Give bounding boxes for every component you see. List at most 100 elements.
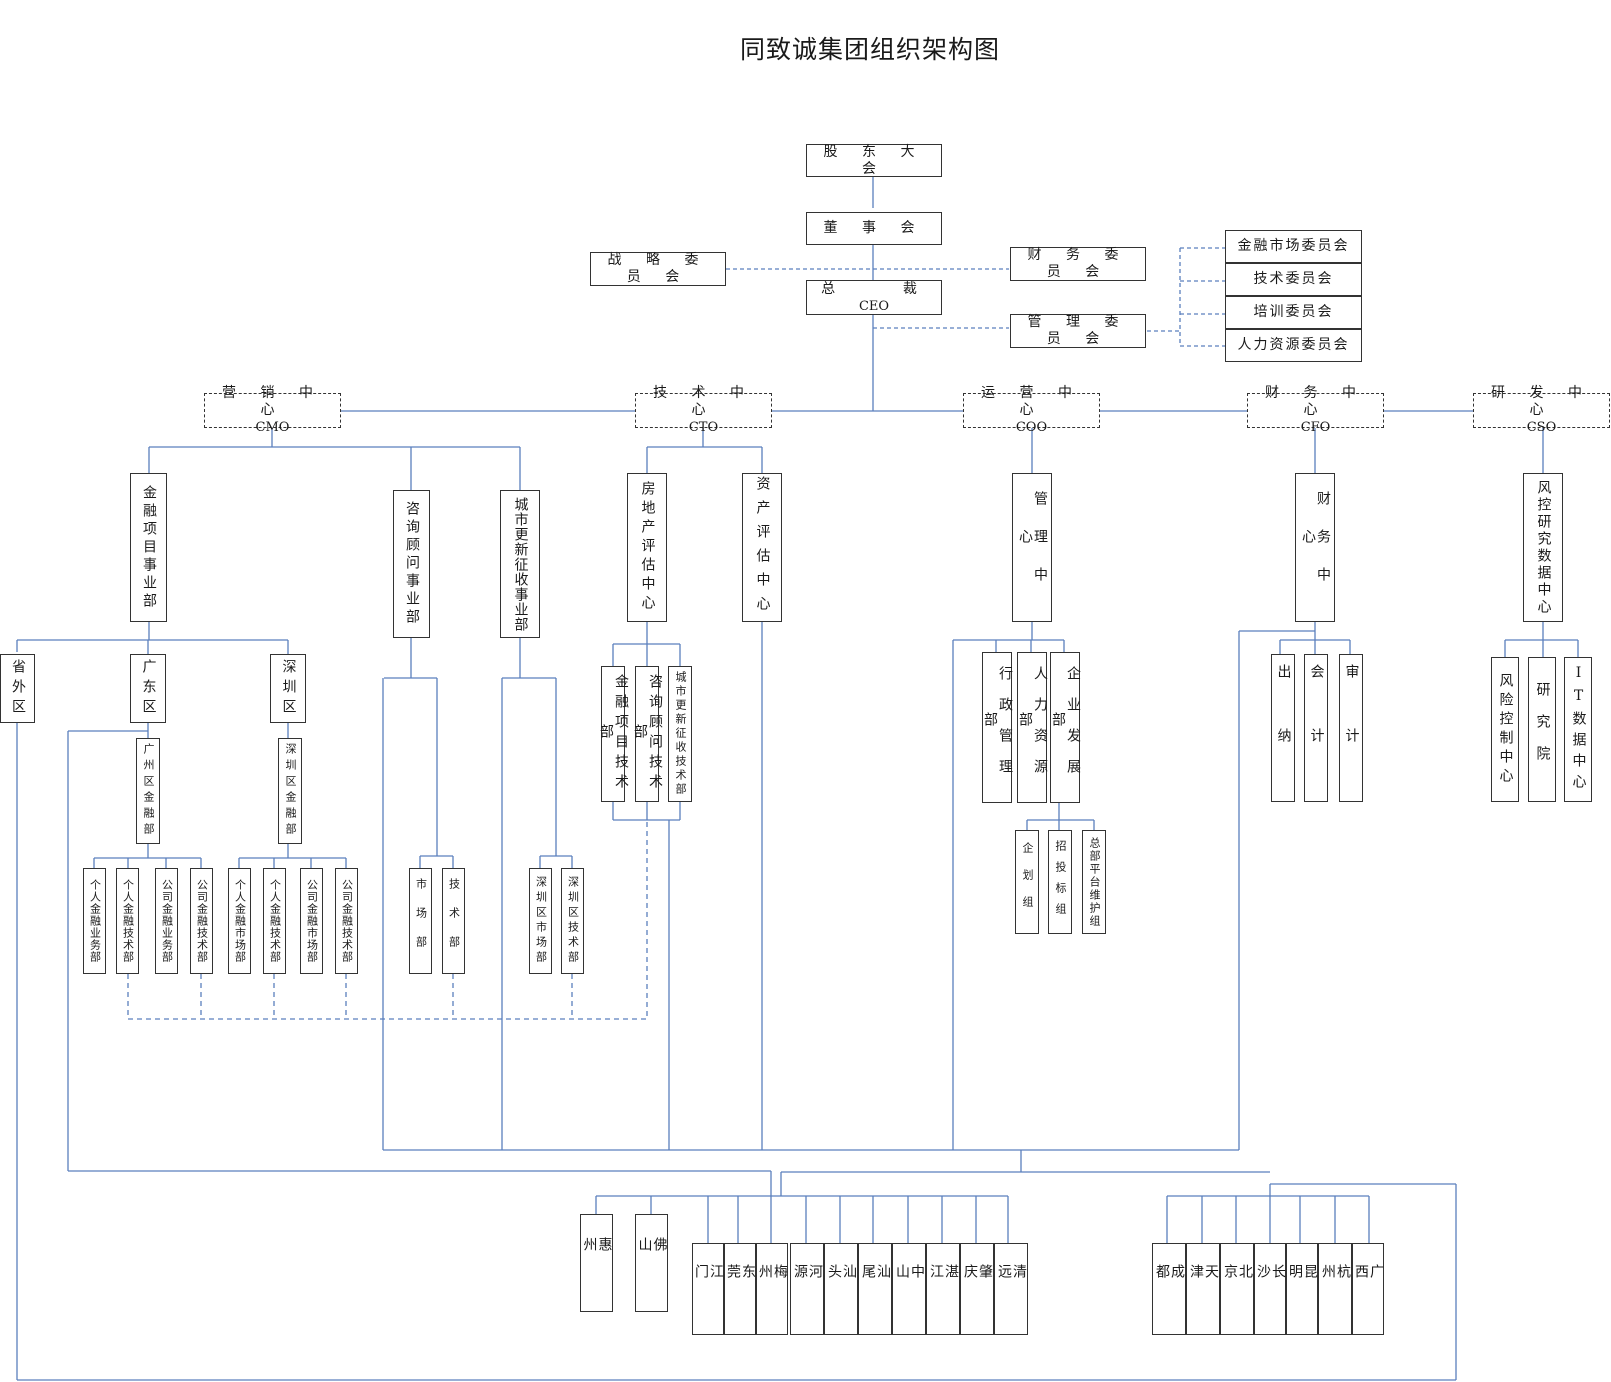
city-box: 成都 xyxy=(1152,1243,1186,1335)
ops-dept-box: 企业发展部 xyxy=(1050,652,1081,803)
connector-dashed xyxy=(726,247,1226,347)
strategy-committee-box: 战 略 委 员 会 xyxy=(590,252,726,286)
connector xyxy=(16,622,289,654)
connector xyxy=(1166,1195,1370,1243)
tech-dept-box: 金融项目技术部 xyxy=(598,666,629,802)
sz-dept-box: 公司金融技术部 xyxy=(335,868,358,974)
center-name: 研 发 中 心 xyxy=(1491,385,1592,418)
chart-title: 同致诚集团组织架构图 xyxy=(739,35,1000,64)
subregion-shenzhen: 深圳区金融部 xyxy=(278,738,302,844)
connector xyxy=(93,844,202,868)
region-shenzhen: 深圳区 xyxy=(270,654,306,723)
center-box-cmo: 营 销 中 心 CMO xyxy=(204,385,341,435)
sz-dept-box: 公司金融市场部 xyxy=(300,868,323,974)
connector xyxy=(148,428,521,490)
zixun-dept-box: 技术部 xyxy=(442,868,465,974)
connector xyxy=(595,1195,1009,1243)
connector xyxy=(147,723,289,738)
city-box: 汕尾 xyxy=(858,1243,892,1335)
connector xyxy=(952,639,996,1150)
ceo-box: 总 裁 CEO xyxy=(806,280,942,315)
sz-dept-box: 个人金融市场部 xyxy=(228,868,251,974)
fin-dept-box: 会计 xyxy=(1304,654,1328,802)
unit-caiwu: 财务中心 xyxy=(1295,473,1335,622)
center-name: 财 务 中 心 xyxy=(1265,385,1366,418)
region-guangdong: 广东区 xyxy=(130,654,166,723)
sub-committee-box: 金融市场委员会 xyxy=(1225,230,1362,263)
rd-dept-box: 研究院 xyxy=(1528,657,1556,802)
chengshi-dept-box: 深圳区市场部 xyxy=(529,868,552,974)
unit-chengshi: 城市更新征收事业部 xyxy=(500,490,540,638)
city-box: 北京 xyxy=(1220,1243,1254,1335)
connector xyxy=(1504,428,1579,657)
connector xyxy=(502,638,573,868)
connector xyxy=(384,638,454,868)
gz-dept-box: 公司金融业务部 xyxy=(155,868,178,974)
gz-dept-box: 个人金融技术部 xyxy=(116,868,139,974)
ops-group-box: 总部平台维护组 xyxy=(1082,830,1106,934)
city-box: 广西 xyxy=(1352,1243,1384,1335)
connector xyxy=(646,428,763,473)
center-code: CMO xyxy=(255,420,290,435)
shareholders-meeting-box: 股 东 大 会 xyxy=(806,144,942,177)
connector-dashed xyxy=(127,820,648,1020)
center-code: COO xyxy=(1015,420,1048,435)
sub-committee-box: 培训委员会 xyxy=(1225,296,1362,329)
center-name: 营 销 中 心 xyxy=(222,385,323,418)
gz-dept-box: 公司金融技术部 xyxy=(190,868,213,974)
center-box-coo: 运 营 中 心 COO xyxy=(963,385,1100,435)
city-box: 东莞 xyxy=(724,1243,756,1335)
city-box: 杭州 xyxy=(1318,1243,1352,1335)
city-box: 佛山 xyxy=(635,1214,668,1312)
connector xyxy=(16,723,1457,1381)
unit-zichan: 资产评估中心 xyxy=(742,473,782,622)
region-shengwai: 省外区 xyxy=(0,654,35,723)
unit-guanli: 管理中心 xyxy=(1012,473,1052,622)
city-box: 昆明 xyxy=(1286,1243,1318,1335)
city-box: 梅州 xyxy=(756,1243,788,1335)
fin-dept-box: 审计 xyxy=(1339,654,1363,802)
connector xyxy=(612,802,681,1150)
city-box: 惠州 xyxy=(580,1214,613,1312)
ops-dept-box: 行政管理部 xyxy=(982,652,1013,803)
city-box: 江门 xyxy=(692,1243,724,1335)
connector xyxy=(238,844,347,868)
sub-committee-box: 技术委员会 xyxy=(1225,263,1362,296)
rd-dept-box: IT数据中心 xyxy=(1564,657,1592,802)
unit-jinrong: 金融项目事业部 xyxy=(130,473,167,622)
ops-group-box: 招投标组 xyxy=(1048,830,1072,934)
center-code: CSO xyxy=(1526,420,1557,435)
connector xyxy=(1026,803,1095,830)
sub-committee-box: 人力资源委员会 xyxy=(1225,329,1362,362)
center-code: CFO xyxy=(1300,420,1331,435)
fin-dept-box: 出纳 xyxy=(1271,654,1295,802)
unit-fangdichan: 房地产评估中心 xyxy=(627,473,667,622)
rd-dept-box: 风险控制中心 xyxy=(1491,657,1519,802)
center-box-cso: 研 发 中 心 CSO xyxy=(1473,385,1610,435)
unit-zixun: 咨询顾问事业部 xyxy=(393,490,430,638)
connector xyxy=(67,730,1021,1196)
zixun-dept-box: 市场部 xyxy=(409,868,432,974)
city-box: 长沙 xyxy=(1254,1243,1286,1335)
city-box: 清远 xyxy=(994,1243,1028,1335)
gz-dept-box: 个人金融业务部 xyxy=(83,868,106,974)
chengshi-dept-box: 深圳区技术部 xyxy=(561,868,584,974)
connector xyxy=(382,678,1239,1172)
unit-fengkong: 风控研究数据中心 xyxy=(1523,473,1563,622)
ops-group-box: 企划组 xyxy=(1015,830,1039,934)
center-box-cfo: 财 务 中 心 CFO xyxy=(1247,385,1384,435)
ops-dept-box: 人力资源部 xyxy=(1017,652,1048,803)
tech-dept-box: 城市更新征收技术部 xyxy=(668,666,692,802)
ceo-label-cn: 总 裁 xyxy=(821,280,927,297)
tech-dept-box: 咨询顾问技术部 xyxy=(632,666,663,802)
center-name: 技 术 中 心 xyxy=(653,385,754,418)
ceo-label-en: CEO xyxy=(858,298,890,314)
city-box: 河源 xyxy=(790,1243,824,1335)
sz-dept-box: 个人金融技术部 xyxy=(263,868,286,974)
center-name: 运 营 中 心 xyxy=(981,385,1082,418)
city-box: 湛江 xyxy=(926,1243,960,1335)
city-box: 汕头 xyxy=(824,1243,858,1335)
finance-committee-box: 财 务 委 员 会 xyxy=(1010,247,1146,281)
